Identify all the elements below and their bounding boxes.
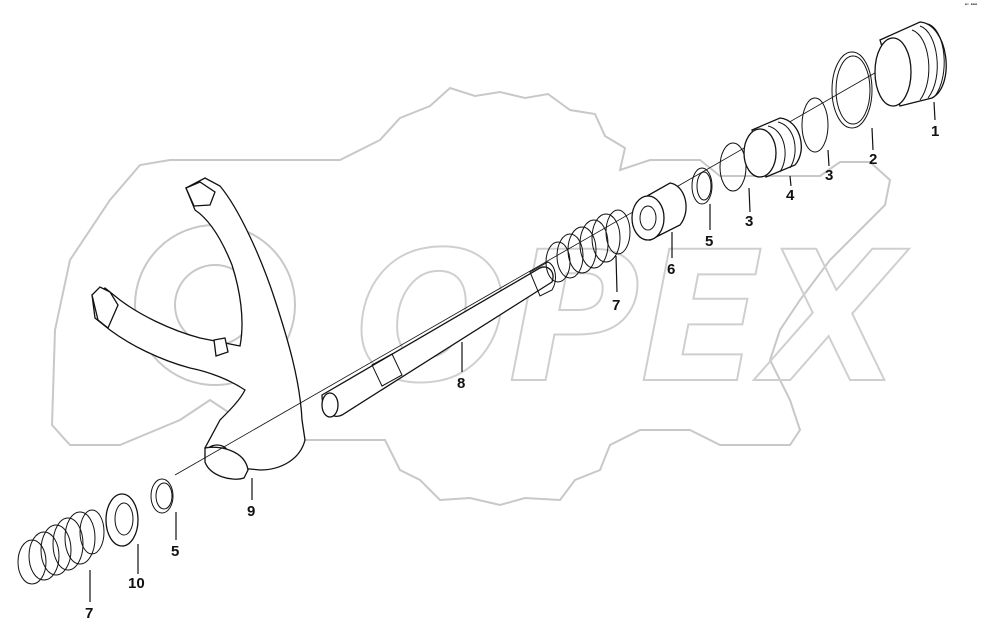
plug [874,21,947,107]
o-ring-3b [801,97,829,153]
o-ring-2 [831,51,873,129]
watermark-text: OPEX [354,213,911,424]
callout-3-upper: 3 [825,167,833,184]
svg-text:OPEX: OPEX [355,214,910,423]
callout-8: 8 [457,375,465,392]
callout-5-lower: 5 [171,543,179,560]
callout-3-lower: 3 [745,213,753,230]
callout-1: 1 [931,123,939,140]
callout-7-upper: 7 [612,297,620,314]
callout-2: 2 [869,151,877,168]
callout-5-upper: 5 [705,233,713,250]
bushing [631,182,687,241]
snap-ring-lower [150,478,174,514]
o-ring-3a [719,142,747,192]
snap-ring-upper [691,167,713,205]
spring-upper [545,209,631,283]
callout-4: 4 [786,187,795,204]
callout-6: 6 [667,261,675,278]
corner-mark: ▪▫ ▪▪▪ [964,2,977,8]
spring-lower [17,509,105,585]
shaft [321,261,556,418]
piston [743,117,802,178]
shift-fork [91,177,306,480]
callout-10: 10 [128,575,145,592]
leader-lines [89,101,936,602]
callout-9: 9 [247,503,255,520]
callout-7-lower: 7 [85,605,93,622]
washer [105,493,139,547]
